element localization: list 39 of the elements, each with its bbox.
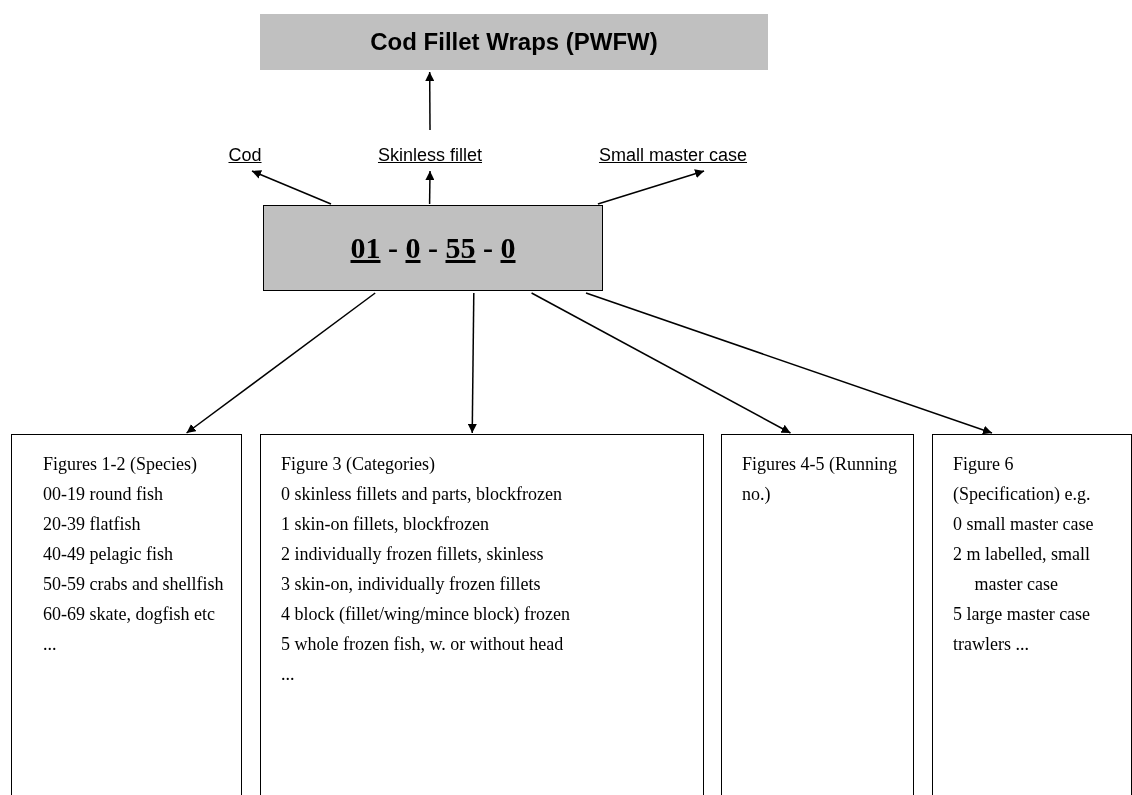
list-item: 5 whole frozen fish, w. or without head [281,633,565,656]
list-item: 0 small master case [953,513,1095,536]
list-item: 5 large master case [953,603,1092,626]
list-item: 3 skin-on, individually frozen fillets [281,573,542,596]
list-item: 20-39 flatfish [43,513,142,536]
arrow [585,292,993,435]
list-item: ... [281,663,296,686]
box-heading: Figure 3 (Categories) [281,453,436,476]
list-item: 2 m labelled, small master case [953,543,1091,596]
arrow [251,170,332,205]
box-heading: Figures 4-5 (Running no.) [742,453,898,506]
list-item: 2 individually frozen fillets, skinless [281,543,545,566]
description-box [721,434,914,795]
list-item: 0 skinless fillets and parts, blockfrozen [281,483,563,506]
field-label: Small master case [562,145,784,169]
list-item: 50-59 crabs and shellfish [43,573,225,596]
list-item: trawlers ... [953,633,1030,656]
arrow [597,169,705,205]
arrow [530,292,792,434]
list-item: 00-19 round fish [43,483,164,506]
field-label: Cod [220,145,270,169]
list-item: 4 block (fillet/wing/mince block) frozen [281,603,571,626]
list-item: 60-69 skate, dogfish etc [43,603,216,626]
box-heading: Figures 1-2 (Species) [43,453,198,476]
list-item: ... [43,633,58,656]
description-box [11,434,242,795]
description-box [932,434,1132,795]
arrow [425,71,435,131]
product-code: 01 - 0 - 55 - 0 [350,231,516,265]
field-label: Skinless fillet [360,145,500,169]
arrow [467,292,477,434]
title-box: Cod Fillet Wraps (PWFW) [260,14,768,70]
description-box [260,434,704,795]
box-heading: Figure 6 (Specification) e.g. [953,453,1092,506]
code-box [263,205,603,291]
list-item: 1 skin-on fillets, blockfrozen [281,513,490,536]
list-item: 40-49 pelagic fish [43,543,174,566]
arrow [185,292,376,434]
arrow [425,170,435,205]
